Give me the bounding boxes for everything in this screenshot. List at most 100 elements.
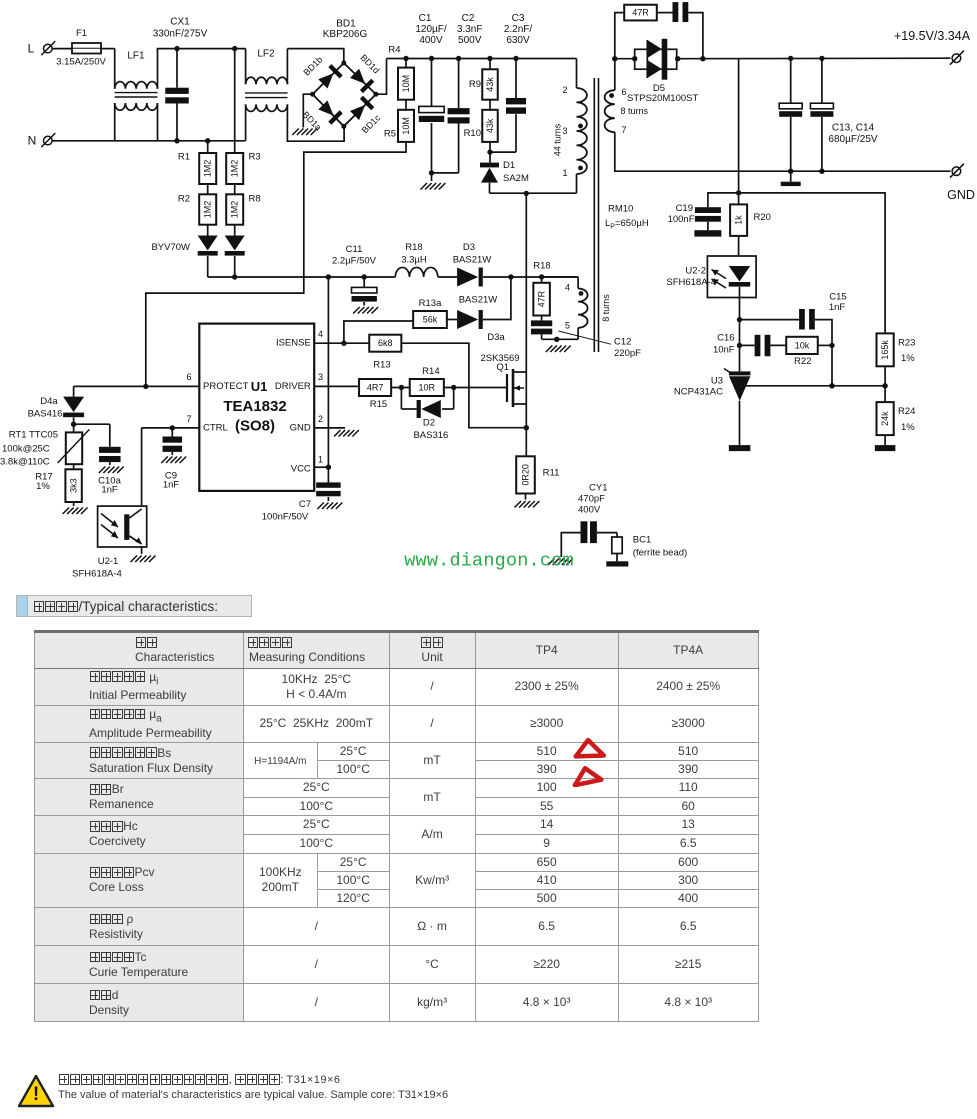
- svg-text:SFH618A-4: SFH618A-4: [72, 569, 122, 580]
- svg-text:+19.5V/3.34A: +19.5V/3.34A: [894, 29, 971, 43]
- svg-text:(SO8): (SO8): [235, 418, 275, 435]
- svg-text:10M: 10M: [401, 117, 411, 135]
- svg-text:R24: R24: [898, 406, 915, 417]
- svg-text:8 turns: 8 turns: [601, 294, 611, 322]
- svg-text:CX1: CX1: [170, 17, 190, 28]
- svg-text:R9: R9: [469, 79, 481, 90]
- svg-text:R18: R18: [533, 261, 550, 272]
- svg-text:2.2µF/50V: 2.2µF/50V: [332, 256, 377, 267]
- svg-text:U2-1: U2-1: [98, 556, 119, 567]
- svg-text:R13: R13: [373, 360, 390, 371]
- svg-text:R11: R11: [543, 468, 560, 479]
- svg-text:U2-2: U2-2: [685, 266, 706, 277]
- svg-text:PROTECT: PROTECT: [203, 381, 249, 392]
- svg-text:BD1: BD1: [336, 19, 356, 30]
- svg-text:1: 1: [318, 455, 323, 465]
- svg-text:630V: 630V: [506, 35, 530, 46]
- svg-text:F1: F1: [76, 28, 87, 39]
- svg-text:44 turns: 44 turns: [553, 123, 563, 156]
- svg-text:6: 6: [622, 87, 627, 97]
- svg-text:BAS21W: BAS21W: [459, 295, 498, 306]
- svg-text:BAS21W: BAS21W: [453, 255, 492, 266]
- svg-text:R23: R23: [898, 338, 915, 349]
- svg-text:LF2: LF2: [257, 49, 275, 60]
- svg-text:BC1: BC1: [633, 535, 651, 546]
- svg-text:U1: U1: [251, 379, 268, 394]
- svg-text:1M2: 1M2: [230, 160, 240, 178]
- svg-text:100nF/50V: 100nF/50V: [262, 512, 309, 523]
- svg-text:BD1d: BD1d: [359, 53, 382, 76]
- svg-text:165k: 165k: [880, 340, 890, 360]
- svg-text:LF1: LF1: [127, 50, 145, 61]
- svg-text:6k8: 6k8: [378, 338, 393, 348]
- svg-text:RT1 TTC05: RT1 TTC05: [9, 430, 58, 441]
- svg-text:1%: 1%: [36, 481, 50, 492]
- svg-text:1M2: 1M2: [203, 160, 213, 178]
- svg-text:1M2: 1M2: [203, 201, 213, 219]
- svg-text:1M2: 1M2: [230, 201, 240, 219]
- svg-text:120µF/: 120µF/: [415, 24, 447, 35]
- svg-text:R5: R5: [384, 129, 396, 140]
- svg-text:1k: 1k: [734, 215, 744, 225]
- svg-text:DRIVER: DRIVER: [275, 381, 311, 392]
- svg-text:C3: C3: [512, 13, 525, 24]
- svg-text:SA2M: SA2M: [503, 173, 529, 184]
- svg-text:3: 3: [318, 372, 323, 382]
- svg-text:BD1c: BD1c: [360, 112, 383, 135]
- svg-text:TEA1832: TEA1832: [223, 398, 286, 415]
- svg-text:GND: GND: [290, 422, 311, 433]
- svg-text:0R20: 0R20: [521, 464, 531, 486]
- svg-text:330nF/275V: 330nF/275V: [153, 28, 208, 39]
- svg-text:4R7: 4R7: [367, 383, 384, 393]
- svg-text:10M: 10M: [401, 75, 411, 93]
- svg-text:5: 5: [565, 321, 570, 331]
- svg-text:R22: R22: [794, 356, 811, 367]
- svg-text:D1: D1: [503, 160, 515, 171]
- svg-text:680µF/25V: 680µF/25V: [828, 134, 877, 145]
- svg-text:D3a: D3a: [487, 332, 505, 343]
- svg-text:6: 6: [186, 372, 191, 382]
- svg-text:47R: 47R: [537, 290, 547, 307]
- svg-text:3.8k@110C: 3.8k@110C: [0, 457, 50, 468]
- svg-text:C10a: C10a: [98, 476, 121, 487]
- svg-text:R15: R15: [370, 399, 387, 410]
- svg-text:3k3: 3k3: [69, 478, 79, 493]
- svg-text:R14: R14: [422, 366, 439, 377]
- svg-text:43k: 43k: [485, 118, 495, 133]
- svg-text:BYV70W: BYV70W: [151, 242, 190, 253]
- svg-text:D5: D5: [653, 83, 665, 94]
- svg-text:C13, C14: C13, C14: [832, 122, 875, 133]
- svg-text:8 turns: 8 turns: [621, 106, 649, 116]
- svg-text:2: 2: [562, 85, 567, 95]
- svg-text:R10: R10: [464, 128, 481, 139]
- svg-text:KBP206G: KBP206G: [323, 29, 368, 40]
- svg-text:1%: 1%: [901, 353, 915, 364]
- svg-text:R8: R8: [249, 194, 261, 205]
- svg-text:4: 4: [318, 329, 323, 339]
- svg-text:NCP431AC: NCP431AC: [674, 387, 723, 398]
- svg-text:R2: R2: [178, 194, 190, 205]
- svg-text:400V: 400V: [419, 35, 443, 46]
- svg-text:1nF: 1nF: [163, 480, 180, 491]
- svg-text:2: 2: [318, 414, 323, 424]
- svg-text:7: 7: [186, 414, 191, 424]
- svg-text:47R: 47R: [632, 8, 649, 18]
- svg-text:R20: R20: [754, 212, 771, 223]
- svg-text:470pF: 470pF: [578, 494, 605, 505]
- svg-text:100nF: 100nF: [668, 214, 695, 225]
- svg-text:1nF: 1nF: [101, 484, 118, 495]
- svg-text:GND: GND: [947, 188, 975, 202]
- svg-text:2.2nF/: 2.2nF/: [504, 24, 533, 35]
- svg-text:N: N: [28, 133, 37, 147]
- svg-text:LP=650µH: LP=650µH: [605, 218, 649, 231]
- svg-text:VCC: VCC: [291, 464, 311, 475]
- svg-text:7: 7: [622, 125, 627, 135]
- svg-text:C9: C9: [165, 471, 177, 482]
- svg-text:R17: R17: [35, 472, 52, 483]
- svg-text:10R: 10R: [419, 383, 436, 393]
- svg-text:CTRL: CTRL: [203, 422, 228, 433]
- svg-text:STPS20M100ST: STPS20M100ST: [627, 93, 698, 104]
- svg-text:C12: C12: [614, 337, 631, 348]
- svg-text:2SK3569: 2SK3569: [480, 353, 519, 364]
- svg-text:3.3µH: 3.3µH: [401, 255, 427, 266]
